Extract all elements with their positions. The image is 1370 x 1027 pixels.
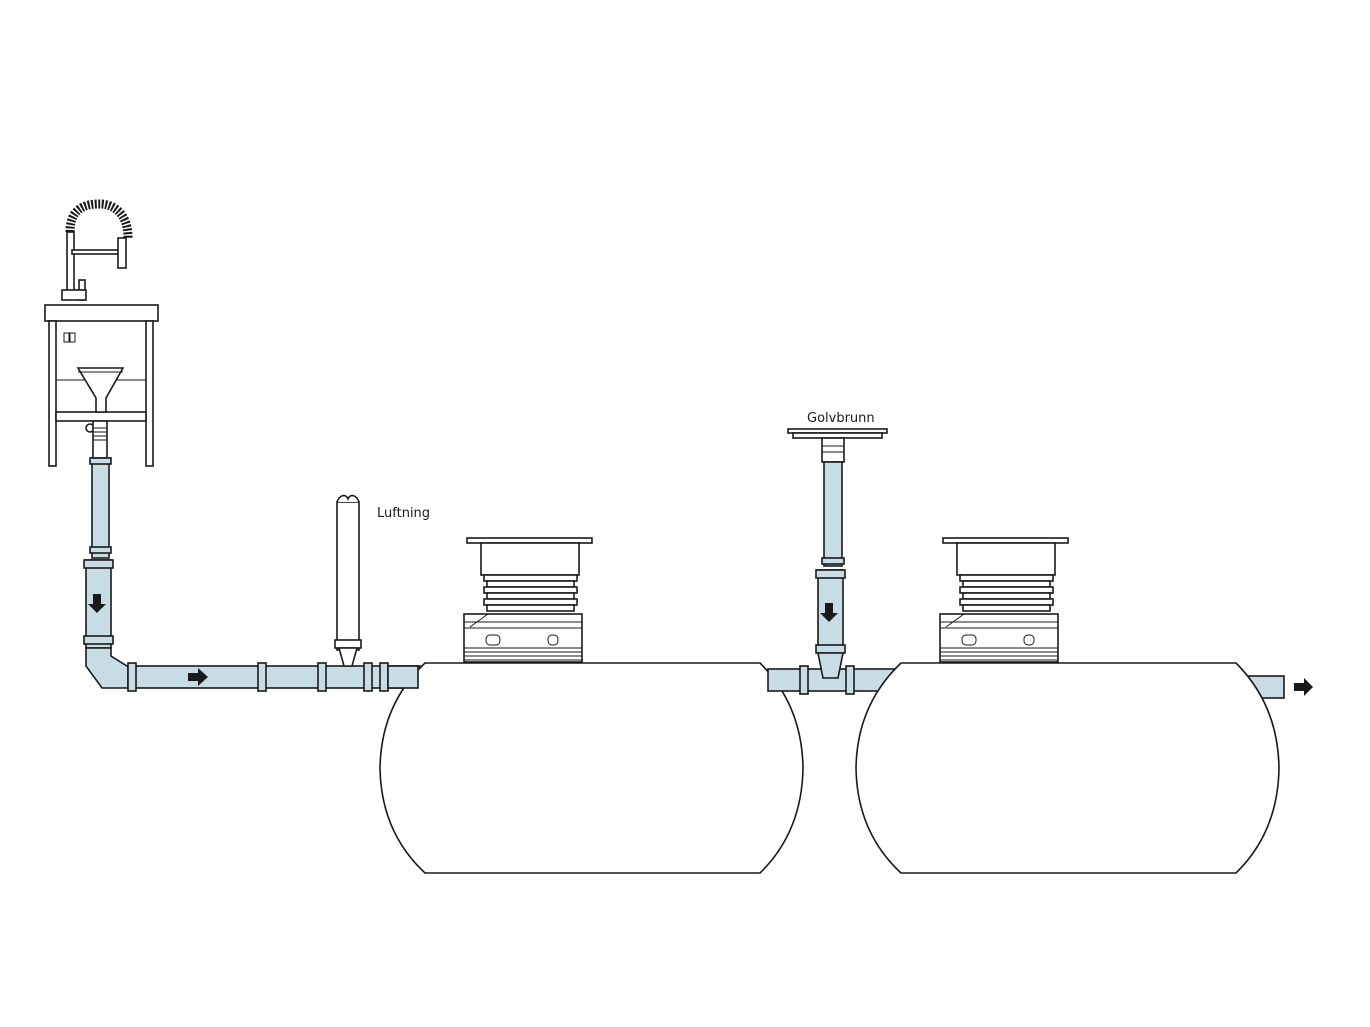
flow-arrow-icon [820, 603, 838, 622]
separator-tank-2 [855, 537, 1285, 874]
funnel-icon [76, 367, 125, 413]
flow-arrow-icon [88, 594, 106, 613]
counter-top [44, 304, 159, 322]
table-shelf [55, 411, 147, 422]
sink-down-pipe [83, 457, 131, 689]
table-leg-right [145, 320, 154, 467]
manhole-riser [939, 537, 1069, 663]
tank-body [379, 662, 804, 874]
floor-drain-label: Golvbrunn [807, 411, 875, 426]
sink-unit [44, 199, 159, 467]
table-leg-left [48, 320, 57, 467]
flow-arrow-icon [1294, 678, 1313, 696]
separator-tank-1 [379, 537, 804, 874]
manhole-riser [463, 537, 593, 663]
faucet-spring-icon [65, 199, 133, 239]
faucet-icon [61, 231, 127, 301]
vent-pipe [334, 494, 362, 667]
main-pipe [127, 662, 421, 692]
floor-drain [787, 428, 888, 679]
vent-label: Luftning [377, 506, 430, 521]
tank-body [855, 662, 1280, 874]
control-knob-icon [63, 332, 70, 343]
flow-arrow-icon [188, 668, 208, 686]
